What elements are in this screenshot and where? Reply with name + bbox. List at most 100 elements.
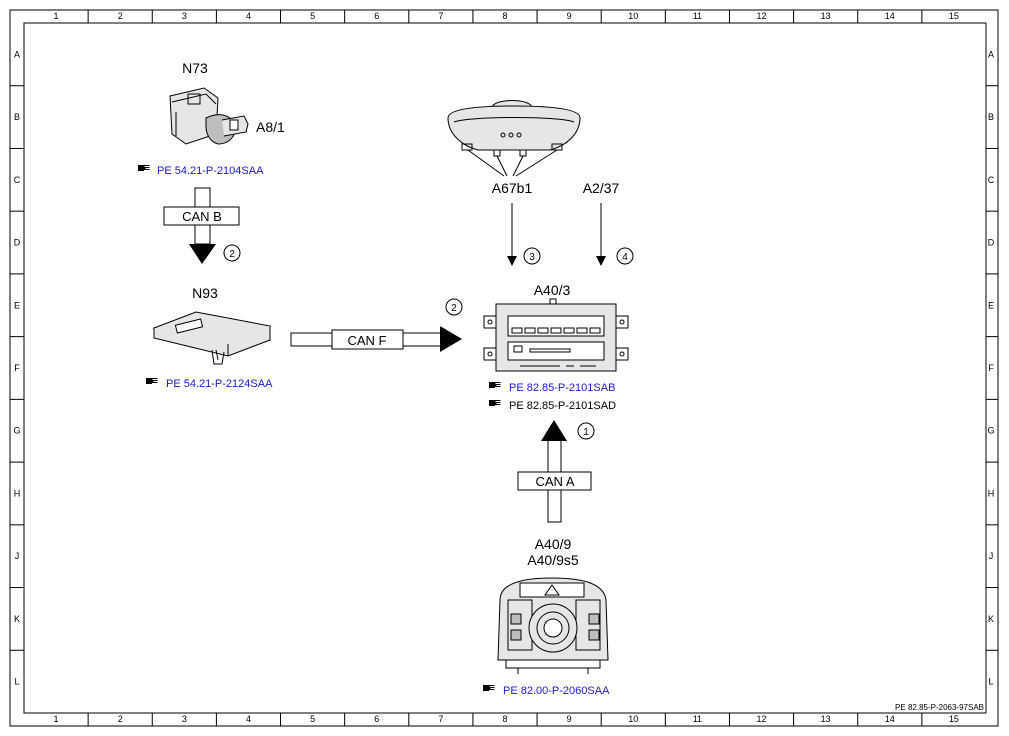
can-b-connection: CAN B 2 [163, 187, 241, 264]
a40-3-ref2-text: PE 82.85-P-2101SAD [509, 400, 616, 412]
n93-ref-text: PE 54.21-P-2124SAA [166, 378, 273, 390]
can-f-number: 2 [451, 303, 457, 314]
column-number: 5 [310, 11, 315, 21]
column-number: 10 [628, 11, 638, 21]
a2-37-component: A2/37 4 [583, 180, 634, 266]
row-letter: J [989, 551, 994, 561]
can-a-label: CAN A [535, 474, 574, 489]
can-b-number: 2 [229, 249, 235, 260]
a40-9-component: A40/9 A40/9s5 PE 82.00-P-2060SAA [483, 536, 610, 697]
row-letter: C [14, 175, 21, 185]
column-number: 13 [821, 11, 831, 21]
a40-9-ref-text: PE 82.00-P-2060SAA [503, 685, 610, 697]
row-ruler-right: A B C D E F G H J K L [986, 49, 998, 687]
rear-view-mirror-icon [447, 100, 581, 177]
column-number: 13 [821, 714, 831, 724]
pointing-hand-icon [489, 400, 501, 406]
reference-link-n93[interactable]: PE 54.21-P-2124SAA [146, 378, 273, 390]
column-number: 1 [54, 11, 59, 21]
a40-3-component: A40/3 PE 82.85-P-2 [483, 282, 629, 412]
reference-link-a40-3-2[interactable]: PE 82.85-P-2101SAD [489, 400, 616, 412]
row-letter: E [14, 300, 20, 310]
column-number: 8 [502, 11, 507, 21]
column-number: 7 [438, 11, 443, 21]
n73-component: N73 A8/1 PE 54.21-P-2104SAA [138, 60, 285, 177]
reference-link-n73[interactable]: PE 54.21-P-2104SAA [138, 165, 264, 177]
a40-9-label: A40/9 [535, 536, 572, 552]
column-number: 2 [118, 714, 123, 724]
column-number: 15 [949, 714, 959, 724]
pointing-hand-icon [138, 165, 150, 171]
pointing-hand-icon [483, 685, 495, 691]
row-letter: B [988, 112, 994, 122]
row-letter: H [988, 488, 995, 498]
column-number: 12 [757, 714, 767, 724]
a67b1-component: A67b1 3 [447, 100, 581, 266]
row-letter: F [988, 363, 994, 373]
column-number: 3 [182, 714, 187, 724]
control-panel-icon [497, 577, 609, 674]
control-module-icon [152, 311, 272, 365]
column-number: 14 [885, 11, 895, 21]
row-letter: K [14, 614, 20, 624]
row-letter: H [14, 488, 21, 498]
a8-1-label: A8/1 [256, 119, 285, 135]
column-number: 9 [567, 11, 572, 21]
can-f-label: CAN F [348, 333, 387, 348]
a2-37-line-number: 4 [622, 252, 628, 263]
column-number: 1 [54, 714, 59, 724]
can-a-number: 1 [583, 427, 589, 438]
row-letter: B [14, 112, 20, 122]
a67b1-label: A67b1 [492, 180, 533, 196]
row-letter: F [14, 363, 20, 373]
column-number: 6 [374, 11, 379, 21]
n93-component: N93 PE 54.21-P-2124SAA [146, 285, 273, 390]
row-letter: A [988, 49, 994, 59]
column-number: 14 [885, 714, 895, 724]
reference-link-a40-3-1[interactable]: PE 82.85-P-2101SAB [489, 382, 615, 394]
a2-37-label: A2/37 [583, 180, 620, 196]
column-number: 6 [374, 714, 379, 724]
n93-label: N93 [192, 285, 218, 301]
column-number: 11 [693, 714, 702, 724]
column-number: 2 [118, 11, 123, 21]
column-number: 11 [693, 11, 702, 21]
column-number: 3 [182, 11, 187, 21]
head-unit-icon [483, 298, 629, 372]
pointing-hand-icon [146, 378, 158, 384]
row-letter: G [13, 426, 20, 436]
a67b1-line-number: 3 [529, 252, 535, 263]
column-number: 8 [502, 714, 507, 724]
column-number: 7 [438, 714, 443, 724]
ignition-lock-icon [169, 87, 249, 145]
row-letter: L [988, 677, 993, 687]
row-letter: G [987, 426, 994, 436]
a40-3-ref1-text: PE 82.85-P-2101SAB [509, 382, 615, 394]
row-letter: L [14, 677, 19, 687]
row-letter: C [988, 175, 995, 185]
column-number: 5 [310, 714, 315, 724]
pointing-hand-icon [489, 382, 501, 388]
column-number: 10 [628, 714, 638, 724]
row-letter: D [14, 238, 21, 248]
column-number: 15 [949, 11, 959, 21]
document-id: PE 82.85-P-2063-97SAB [895, 703, 984, 712]
column-number: 4 [246, 714, 251, 724]
column-number: 12 [757, 11, 767, 21]
can-f-connection: CAN F 2 [290, 298, 463, 352]
reference-link-a40-9[interactable]: PE 82.00-P-2060SAA [483, 685, 610, 697]
row-letter: E [988, 300, 994, 310]
can-b-label: CAN B [182, 209, 222, 224]
row-letter: D [988, 238, 995, 248]
can-a-connection: CAN A 1 [517, 420, 595, 523]
n73-ref-text: PE 54.21-P-2104SAA [157, 165, 264, 177]
column-number: 4 [246, 11, 251, 21]
a40-3-label: A40/3 [534, 282, 571, 298]
n73-label: N73 [182, 60, 208, 76]
row-letter: K [988, 614, 994, 624]
